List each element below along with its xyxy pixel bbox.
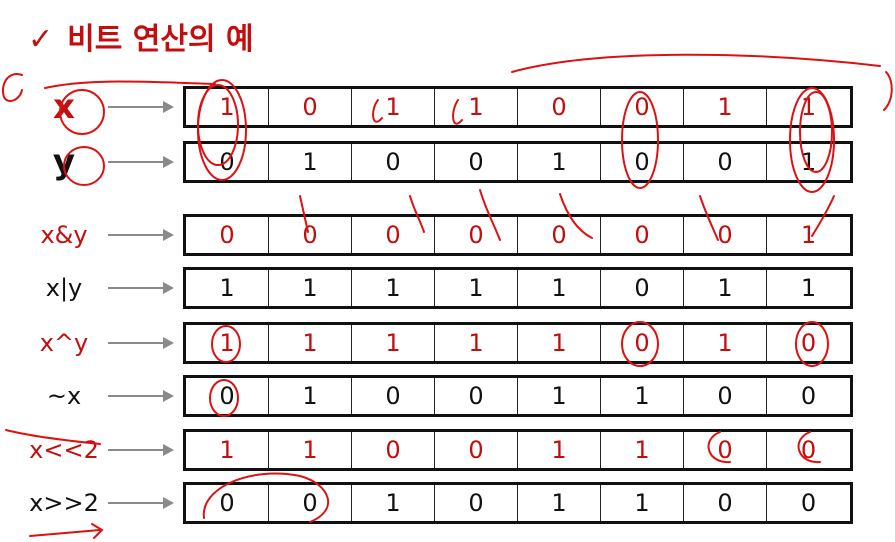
bit-cell: 1 — [186, 89, 269, 125]
bit-cell: 1 — [269, 144, 352, 180]
bit-cell: 1 — [684, 270, 767, 306]
bit-cell: 1 — [435, 325, 518, 361]
bit-cell: 1 — [435, 270, 518, 306]
bit-row-y: 0 1 0 0 1 0 0 1 — [183, 141, 853, 183]
bit-cell: 0 — [684, 432, 767, 468]
bit-cell: 1 — [800, 148, 817, 176]
bit-cell: 0 — [352, 378, 435, 414]
row-label-y: y — [52, 142, 76, 182]
bit-cell: 1 — [684, 325, 767, 361]
bit-cell: 0 — [186, 144, 269, 180]
bit-cell: 1 — [186, 325, 269, 361]
bit-cell: 0 — [435, 432, 518, 468]
bit-cell: 0 — [352, 144, 435, 180]
bit-cell: 0 — [800, 382, 817, 410]
bit-cell: 1 — [518, 325, 601, 361]
bit-cell: 1 — [352, 270, 435, 306]
bit-row-not: 0 1 0 0 1 1 0 0 — [183, 375, 853, 417]
bit-cell: 0 — [269, 217, 352, 253]
row-label-xor: x^y — [39, 329, 89, 357]
bit-cell: 0 — [601, 144, 684, 180]
bit-cell: 1 — [518, 432, 601, 468]
bit-cell: 1 — [269, 432, 352, 468]
bit-cell: 0 — [352, 217, 435, 253]
bit-cell: 1 — [269, 378, 352, 414]
bit-cell: 0 — [601, 89, 684, 125]
bit-cell: 1 — [601, 378, 684, 414]
bit-cell: 0 — [601, 325, 684, 361]
bit-cell: 0 — [684, 217, 767, 253]
bit-cell: 0 — [186, 378, 269, 414]
bit-cell: 1 — [800, 221, 817, 249]
arrow-icon — [108, 282, 174, 294]
title-text: 비트 연산의 예 — [67, 22, 254, 57]
row-label-x: x — [53, 87, 75, 127]
bit-row-xor: 1 1 1 1 1 0 1 0 — [183, 322, 853, 364]
bit-row-x: 1 0 1 1 0 0 1 1 — [183, 86, 853, 128]
arrow-icon — [108, 337, 174, 349]
row-label-shift-right: x>>2 — [29, 489, 99, 517]
bit-cell: 0 — [800, 436, 817, 464]
bit-cell: 1 — [186, 432, 269, 468]
bit-cell: 0 — [684, 144, 767, 180]
row-label-and: x&y — [40, 221, 88, 249]
bit-cell: 1 — [684, 89, 767, 125]
arrow-icon — [108, 444, 174, 456]
bit-cell: 0 — [352, 432, 435, 468]
bit-row-shift-right: 0 0 1 0 1 1 0 0 — [183, 482, 853, 524]
bit-cell: 0 — [435, 144, 518, 180]
bit-cell: 1 — [800, 93, 817, 121]
bit-cell: 0 — [800, 489, 817, 517]
bit-cell: 1 — [518, 378, 601, 414]
bit-cell: 0 — [800, 329, 817, 357]
bit-cell: 0 — [269, 89, 352, 125]
row-label-not: ~x — [46, 382, 82, 410]
bit-cell: 0 — [518, 89, 601, 125]
bit-cell: 1 — [352, 485, 435, 521]
bit-cell: 1 — [518, 485, 601, 521]
arrow-icon — [108, 156, 174, 168]
bit-cell: 1 — [518, 270, 601, 306]
bit-cell: 0 — [518, 217, 601, 253]
bit-cell: 1 — [352, 89, 435, 125]
checkmark-icon: ✓ — [28, 22, 54, 57]
bit-cell: 1 — [518, 144, 601, 180]
row-label-shift-left: x<<2 — [29, 436, 99, 464]
arrow-icon — [108, 390, 174, 402]
ink-stroke — [883, 71, 893, 111]
bit-cell: 0 — [601, 217, 684, 253]
bit-cell: 0 — [435, 378, 518, 414]
row-label-or: x|y — [45, 274, 83, 302]
bit-cell: 0 — [435, 217, 518, 253]
bit-cell: 0 — [684, 485, 767, 521]
bit-cell: 1 — [601, 432, 684, 468]
bit-cell: 1 — [269, 270, 352, 306]
bit-cell: 0 — [684, 378, 767, 414]
bit-cell: 0 — [435, 485, 518, 521]
bit-cell: 0 — [601, 270, 684, 306]
arrow-icon — [108, 229, 174, 241]
bit-row-or: 1 1 1 1 1 0 1 1 — [183, 267, 853, 309]
bit-cell: 1 — [352, 325, 435, 361]
arrow-icon — [108, 497, 174, 509]
bit-cell: 0 — [269, 485, 352, 521]
bit-cell: 1 — [800, 274, 817, 302]
bit-cell: 1 — [269, 325, 352, 361]
bit-cell: 0 — [186, 485, 269, 521]
arrow-icon — [108, 101, 174, 113]
ink-arrow-mark — [29, 523, 104, 539]
bit-cell: 1 — [186, 270, 269, 306]
bit-row-and: 0 0 0 0 0 0 0 1 — [183, 214, 853, 256]
bit-cell: 1 — [601, 485, 684, 521]
slide-title: ✓ 비트 연산의 예 — [28, 18, 254, 62]
ink-stroke — [511, 53, 881, 73]
bit-cell: 0 — [186, 217, 269, 253]
bit-cell: 1 — [435, 89, 518, 125]
bit-row-shift-left: 1 1 0 0 1 1 0 0 — [183, 429, 853, 471]
